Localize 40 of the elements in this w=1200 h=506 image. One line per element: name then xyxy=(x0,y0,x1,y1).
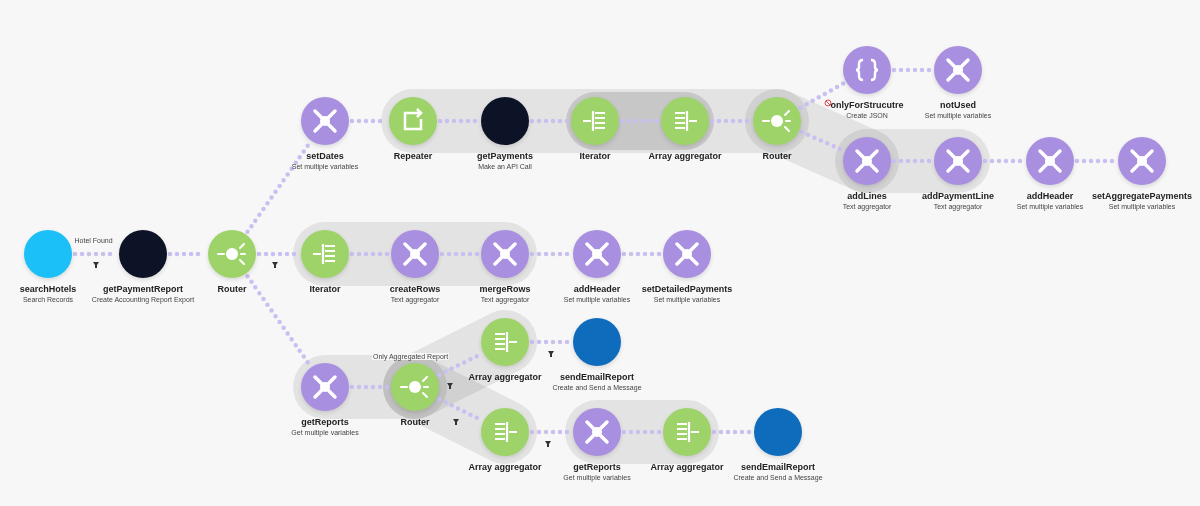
module-name: onlyForStrucutre xyxy=(830,100,904,110)
module-name: addHeader xyxy=(573,284,621,294)
module-name: Iterator xyxy=(579,151,611,161)
module-name: notUsed xyxy=(940,100,976,110)
dotted-connector xyxy=(621,251,663,257)
module-name: setAggregatePayments xyxy=(1092,191,1192,201)
module-name: searchHotels xyxy=(19,284,77,294)
dotted-connector xyxy=(621,429,663,435)
module-name: Repeater xyxy=(393,151,433,161)
module-name: setDates xyxy=(306,151,344,161)
dotted-connector xyxy=(891,158,934,164)
module-name: setDetailedPayments xyxy=(641,284,733,294)
module-name: Array aggregator xyxy=(648,151,722,161)
module-name: getPaymentReport xyxy=(103,284,183,294)
module-name: Router xyxy=(217,284,247,294)
dotted-connector xyxy=(349,384,391,390)
module-name: createRows xyxy=(389,284,441,294)
module-name: addPaymentLine xyxy=(922,191,994,201)
module-name: getReports xyxy=(301,417,349,427)
module-name: sendEmailReport xyxy=(741,462,815,472)
module-name: Array aggregator xyxy=(650,462,724,472)
dotted-connector xyxy=(619,118,661,124)
module-name: Router xyxy=(400,417,430,427)
module-name: sendEmailReport xyxy=(560,372,634,382)
dotted-connector xyxy=(439,251,481,257)
dotted-connector xyxy=(891,67,934,73)
dotted-connector xyxy=(711,429,754,435)
module-name: Iterator xyxy=(309,284,341,294)
dotted-connector xyxy=(349,251,391,257)
dotted-connector xyxy=(529,118,571,124)
module-name: Array aggregator xyxy=(468,372,542,382)
dotted-connector xyxy=(799,129,845,153)
module-name: Router xyxy=(762,151,792,161)
module-name: Array aggregator xyxy=(468,462,542,472)
module-name: addLines xyxy=(847,191,887,201)
dotted-connector xyxy=(798,81,846,110)
module-name: addHeader xyxy=(1026,191,1074,201)
module-name: getReports xyxy=(573,462,621,472)
module-name: getPayments xyxy=(477,151,533,161)
module-name: mergeRows xyxy=(479,284,531,294)
